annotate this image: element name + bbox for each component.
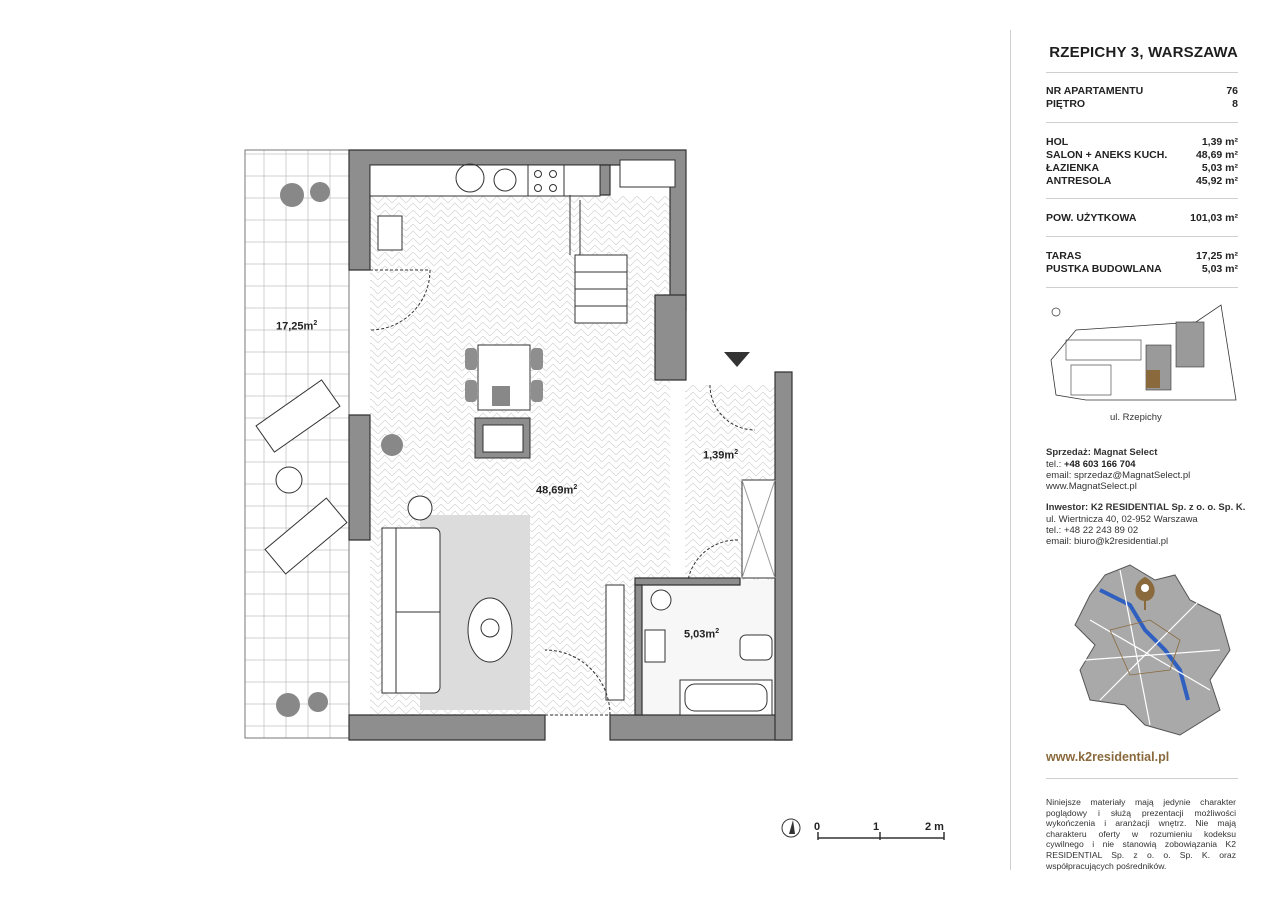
- coffee-table: [467, 597, 513, 663]
- north-arrow-icon: [781, 818, 801, 838]
- floor-lamp: [407, 495, 433, 521]
- room-row: ANTRESOLA 45,92 m²: [1046, 175, 1238, 188]
- bath-area-label: 5,03m2: [684, 628, 720, 641]
- investor-heading: Inwestor: K2 RESIDENTIAL Sp. z o. o. Sp.…: [1046, 502, 1246, 513]
- apartment-number-label: NR APARTAMENTU: [1046, 85, 1144, 97]
- extra-row: TARAS 17,25 m²: [1046, 250, 1238, 263]
- stairs: [569, 195, 628, 324]
- separator: [1046, 122, 1238, 123]
- extra-value: 5,03 m²: [1201, 263, 1238, 275]
- scale-bar: [817, 832, 945, 840]
- living-area-label: 48,69m2: [536, 484, 578, 497]
- separator: [1046, 778, 1238, 779]
- sales-email[interactable]: email: sprzedaz@MagnatSelect.pl: [1046, 470, 1191, 481]
- sales-website[interactable]: www.MagnatSelect.pl: [1046, 481, 1137, 492]
- apartment-number-row: NR APARTAMENTU 76: [1046, 85, 1238, 98]
- investor-tel[interactable]: tel.: +48 22 243 89 02: [1046, 525, 1139, 536]
- floor-plan: [244, 149, 945, 840]
- doors: [369, 269, 756, 716]
- extra-row: PUSTKA BUDOWLANA 5,03 m²: [1046, 263, 1238, 276]
- separator: [1046, 236, 1238, 237]
- floor-row: PIĘTRO 8: [1046, 98, 1238, 111]
- river: [1099, 588, 1190, 701]
- room-row: SALON + ANEKS KUCH. 48,69 m²: [1046, 149, 1238, 162]
- extra-label: PUSTKA BUDOWLANA: [1046, 263, 1162, 275]
- website-link[interactable]: www.k2residential.pl: [1046, 750, 1170, 764]
- investor-address: ul. Wiertnicza 40, 02-952 Warszawa: [1046, 514, 1198, 525]
- sales-heading: Sprzedaż: Magnat Select: [1046, 447, 1158, 458]
- city-map: [1074, 564, 1231, 736]
- plant-icon: [276, 182, 403, 717]
- dining-table: [465, 344, 543, 411]
- site-plan: [1050, 304, 1237, 401]
- sofa: [381, 527, 441, 694]
- sales-tel-prefix: tel.:: [1046, 459, 1064, 470]
- usable-area-row: POW. UŻYTKOWA 101,03 m²: [1046, 212, 1238, 225]
- room-value: 45,92 m²: [1195, 175, 1238, 187]
- room-value: 48,69 m²: [1195, 149, 1238, 161]
- sun-loungers: [255, 379, 348, 575]
- panel-divider: [1010, 30, 1011, 870]
- sales-tel: tel.: +48 603 166 704: [1046, 459, 1136, 470]
- floor-label: PIĘTRO: [1046, 98, 1086, 110]
- bathroom-fixtures: [605, 584, 773, 716]
- separator: [1046, 198, 1238, 199]
- room-label: ANTRESOLA: [1046, 175, 1112, 187]
- scale-two: 2 m: [925, 821, 944, 833]
- scale-zero: 0: [814, 821, 821, 833]
- hall-area-label: 1,39m2: [703, 449, 739, 462]
- investor-email[interactable]: email: biuro@k2residential.pl: [1046, 536, 1169, 547]
- room-label: HOL: [1046, 136, 1069, 148]
- room-row: ŁAZIENKA 5,03 m²: [1046, 162, 1238, 175]
- scale-one: 1: [873, 821, 880, 833]
- extra-label: TARAS: [1046, 250, 1082, 262]
- room-label: ŁAZIENKA: [1046, 162, 1100, 174]
- extra-value: 17,25 m²: [1195, 250, 1238, 262]
- terrace: [244, 149, 350, 739]
- disclaimer: Niniejsze materiały mają jedynie charakt…: [1046, 797, 1236, 871]
- sales-tel-number[interactable]: +48 603 166 704: [1063, 459, 1136, 470]
- location-pin-icon: [1135, 576, 1155, 610]
- terrace-area-label: 17,25m2: [276, 320, 318, 333]
- apartment-number-value: 76: [1226, 85, 1238, 97]
- usable-area-value: 101,03 m²: [1190, 212, 1238, 224]
- separator: [1046, 72, 1238, 73]
- usable-area-label: POW. UŻYTKOWA: [1046, 212, 1137, 224]
- entrance-marker-icon: [724, 352, 750, 367]
- room-value: 5,03 m²: [1201, 162, 1238, 174]
- room-value: 1,39 m²: [1201, 136, 1238, 148]
- room-row: HOL 1,39 m²: [1046, 136, 1238, 149]
- kitchen-counter: [369, 159, 676, 251]
- floor-value: 8: [1232, 98, 1238, 110]
- separator: [1046, 287, 1238, 288]
- street-label: ul. Rzepichy: [1110, 412, 1162, 423]
- room-label: SALON + ANEKS KUCH.: [1046, 149, 1168, 161]
- page-title: RZEPICHY 3, WARSZAWA: [1049, 44, 1238, 61]
